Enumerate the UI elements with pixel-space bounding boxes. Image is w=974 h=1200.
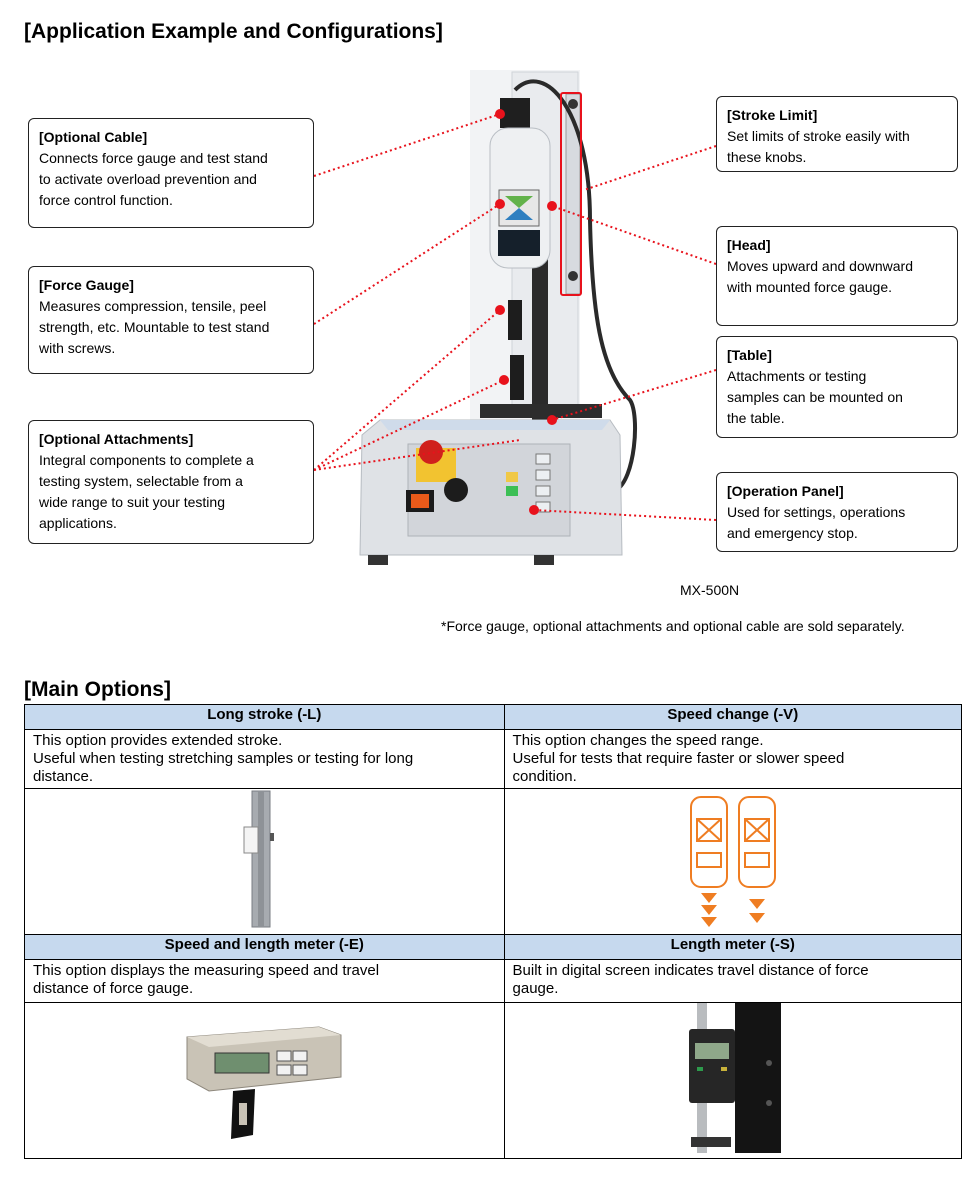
- section-title-application: [Application Example and Configurations]: [24, 20, 443, 43]
- option-desc-length-meter: Built in digital screen indicates travel…: [503, 959, 963, 1003]
- option-header-length-meter: Length meter (-S): [503, 934, 963, 960]
- desc-line: distance of force gauge.: [33, 980, 194, 997]
- long-stroke-image: [243, 790, 275, 928]
- dot-attach-lower: [499, 375, 509, 385]
- callout-line: to activate overload prevention and: [39, 171, 257, 187]
- desc-line: Useful when testing stretching samples o…: [33, 750, 414, 767]
- desc-line: gauge.: [512, 980, 559, 997]
- callout-line: Used for settings, operations: [727, 504, 906, 520]
- callout-line: applications.: [39, 515, 117, 531]
- desc-line: distance.: [33, 768, 94, 785]
- callout-line: testing system, selectable from a: [39, 473, 243, 489]
- callout-line: the table.: [727, 410, 785, 426]
- speed-length-meter-image: [186, 1026, 342, 1139]
- desc-line: This option provides extended stroke.: [33, 732, 283, 749]
- desc-line: condition.: [512, 768, 577, 785]
- callout-title: [Head]: [727, 237, 771, 253]
- footnote: *Force gauge, optional attachments and o…: [441, 618, 905, 634]
- option-header-speed-change: Speed change (-V): [503, 704, 963, 730]
- callout-head: [Head] Moves upward and downward with mo…: [716, 226, 958, 326]
- section-title-main-options: [Main Options]: [24, 678, 171, 701]
- callout-line: Moves upward and downward: [727, 258, 913, 274]
- option-image-cell-length-meter: [503, 1002, 963, 1159]
- dot-gauge: [495, 199, 505, 209]
- callout-title: [Stroke Limit]: [727, 107, 818, 123]
- callout-line: Integral components to complete a: [39, 452, 254, 468]
- dot-attach-upper: [495, 305, 505, 315]
- callout-line: force control function.: [39, 192, 173, 208]
- callout-line: and emergency stop.: [727, 525, 858, 541]
- callout-title: [Force Gauge]: [39, 277, 134, 293]
- callout-line: wide range to suit your testing: [39, 494, 225, 510]
- callout-line: these knobs.: [727, 149, 807, 165]
- stroke-limit-highlight: [560, 92, 582, 296]
- callout-line: samples can be mounted on: [727, 389, 903, 405]
- desc-line: Built in digital screen indicates travel…: [512, 962, 869, 979]
- callout-stroke-limit: [Stroke Limit] Set limits of stroke easi…: [716, 96, 958, 172]
- callout-line: Set limits of stroke easily with: [727, 128, 910, 144]
- callout-force-gauge: [Force Gauge] Measures compression, tens…: [28, 266, 314, 374]
- callout-title: [Operation Panel]: [727, 483, 844, 499]
- test-stand-image: [359, 70, 638, 565]
- dot-panel: [529, 505, 539, 515]
- option-image-cell-long-stroke: [24, 788, 505, 935]
- desc-line: This option changes the speed range.: [512, 732, 764, 749]
- model-label: MX-500N: [680, 582, 740, 598]
- callout-line: Connects force gauge and test stand: [39, 150, 268, 166]
- callout-line: with screws.: [39, 340, 116, 356]
- dot-table: [547, 415, 557, 425]
- length-meter-image: [688, 1003, 781, 1153]
- callout-line: strength, etc. Mountable to test stand: [39, 319, 270, 335]
- pointer-lines: [313, 109, 717, 521]
- option-desc-long-stroke: This option provides extended stroke. Us…: [24, 729, 505, 789]
- callout-title: [Optional Attachments]: [39, 431, 194, 447]
- option-header-long-stroke: Long stroke (-L): [24, 704, 505, 730]
- option-image-cell-speed-length-meter: [24, 1002, 505, 1159]
- speed-change-image: [689, 796, 776, 927]
- callout-line: Measures compression, tensile, peel: [39, 298, 267, 314]
- dot-head: [547, 201, 557, 211]
- option-image-cell-speed-change: [503, 788, 963, 935]
- callout-table: [Table] Attachments or testing samples c…: [716, 336, 958, 438]
- option-header-speed-length-meter: Speed and length meter (-E): [24, 934, 505, 960]
- desc-line: This option displays the measuring speed…: [33, 962, 380, 979]
- desc-line: Useful for tests that require faster or …: [512, 750, 845, 767]
- dot-cable: [495, 109, 505, 119]
- callout-title: [Table]: [727, 347, 772, 363]
- callout-optional-attachments: [Optional Attachments] Integral componen…: [28, 420, 314, 544]
- option-desc-speed-change: This option changes the speed range. Use…: [503, 729, 963, 789]
- callout-title: [Optional Cable]: [39, 129, 148, 145]
- callout-operation-panel: [Operation Panel] Used for settings, ope…: [716, 472, 958, 552]
- callout-line: with mounted force gauge.: [727, 279, 892, 295]
- callout-optional-cable: [Optional Cable] Connects force gauge an…: [28, 118, 314, 228]
- callout-line: Attachments or testing: [727, 368, 867, 384]
- option-desc-speed-length-meter: This option displays the measuring speed…: [24, 959, 505, 1003]
- options-table: Long stroke (-L) Speed change (-V) This …: [24, 704, 963, 1159]
